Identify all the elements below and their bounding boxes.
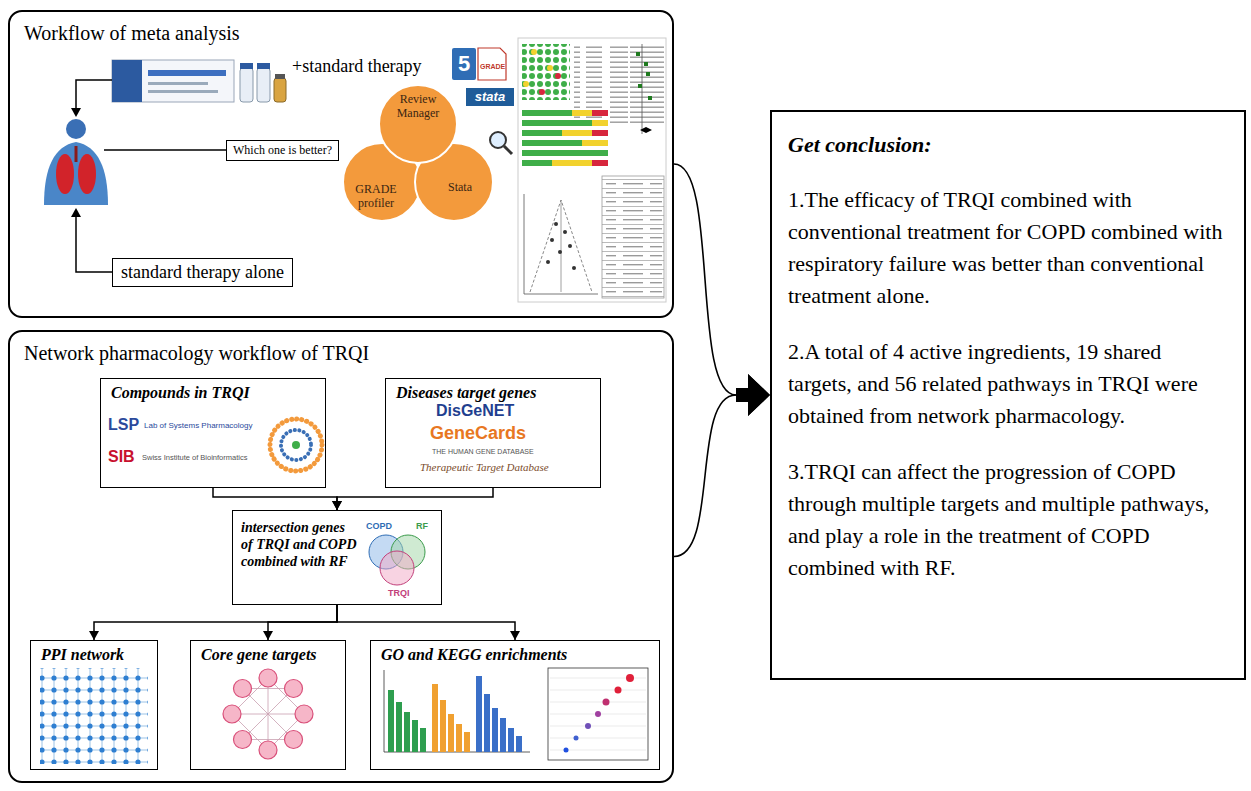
node-text: 1.The efficacy of TRQI combined with con… bbox=[788, 184, 1228, 312]
logo-text: GRADE bbox=[480, 62, 505, 71]
node-title: Network pharmacology workflow of TRQI bbox=[24, 342, 369, 365]
connector-line bbox=[674, 164, 736, 395]
venn-label: COPD bbox=[366, 521, 392, 532]
arrow-shaft bbox=[736, 388, 750, 402]
drug-package-illustration bbox=[112, 60, 286, 102]
arrowhead bbox=[332, 501, 342, 510]
venn-circle: Review Manager bbox=[378, 84, 458, 164]
enrichment-illustration bbox=[384, 668, 648, 760]
arrowhead bbox=[748, 374, 770, 416]
results-figures bbox=[518, 38, 666, 302]
circle-outline bbox=[415, 143, 493, 221]
connector bbox=[89, 605, 337, 640]
flow-arrows bbox=[71, 80, 226, 272]
arrowhead bbox=[89, 631, 99, 640]
arrowhead bbox=[748, 374, 770, 416]
node-title: PPI network bbox=[41, 645, 147, 664]
node-title: Which one is better? bbox=[233, 143, 332, 158]
node-title: Get conclusion: bbox=[788, 130, 1228, 160]
connector-line bbox=[268, 605, 337, 640]
logo-text: THE HUMAN GENE DATABASE bbox=[432, 447, 534, 456]
connector-line bbox=[213, 488, 337, 510]
core-targets-illustration bbox=[223, 669, 313, 759]
process-box: intersection genes of TRQI and COPD comb… bbox=[232, 510, 442, 605]
node-title: Stata bbox=[432, 180, 488, 194]
venn-label: RF bbox=[416, 521, 428, 532]
logo-text: GeneCards bbox=[430, 423, 526, 444]
process-box: Core gene targets bbox=[190, 640, 346, 770]
circle-outline bbox=[343, 143, 421, 221]
node-text: 2.A total of 4 active ingredients, 19 sh… bbox=[788, 336, 1228, 432]
logo-text: 5 bbox=[452, 50, 476, 78]
compound-network-illustration bbox=[270, 419, 322, 471]
connector bbox=[337, 605, 520, 640]
node-title: Workflow of meta analysis bbox=[24, 22, 240, 45]
connector bbox=[213, 488, 342, 510]
connector bbox=[674, 374, 770, 557]
arrowhead bbox=[510, 631, 520, 640]
venn-label: TRQI bbox=[388, 588, 410, 599]
circle-outline bbox=[379, 85, 457, 163]
logo-text: DisGeNET bbox=[436, 402, 514, 420]
node-title: GRADE profiler bbox=[348, 182, 404, 210]
node-title: Review Manager bbox=[390, 92, 446, 120]
connector bbox=[263, 605, 337, 640]
conclusion-box: Get conclusion: 1.The efficacy of TRQI co… bbox=[770, 110, 1246, 680]
logo-text: stata bbox=[466, 88, 514, 106]
node-title: GO and KEGG enrichments bbox=[381, 645, 649, 664]
panel: Network pharmacology workflow of TRQI Com… bbox=[8, 330, 674, 783]
arrowhead bbox=[263, 631, 273, 640]
process-box: standard therapy alone bbox=[112, 258, 293, 287]
connector bbox=[674, 164, 770, 416]
node-title: Compounds in TRQI bbox=[111, 383, 315, 402]
arrowhead bbox=[332, 501, 342, 510]
node-title: Diseases target genes bbox=[396, 383, 590, 402]
node-title: intersection genes of TRQI and COPD comb… bbox=[241, 519, 359, 570]
connector-line bbox=[337, 605, 515, 640]
panel: Workflow of meta analysisWhich one is be… bbox=[8, 10, 674, 318]
node-title: Core gene targets bbox=[201, 645, 335, 664]
process-box: Compounds in TRQI LSP Lab of Systems Pharm… bbox=[100, 378, 326, 488]
node-text: 3.TRQI can affect the progression of COP… bbox=[788, 456, 1228, 584]
connector-line bbox=[337, 488, 493, 510]
connector-line bbox=[94, 605, 337, 640]
logo-text: Swiss Institute of Bioinformatics bbox=[142, 453, 247, 462]
arrow-shaft bbox=[736, 388, 750, 402]
software-icons bbox=[452, 48, 514, 154]
connector bbox=[332, 488, 493, 510]
logo-text: LSP bbox=[108, 416, 139, 434]
intersection-venn bbox=[369, 535, 425, 585]
logo-text: SIB bbox=[108, 448, 135, 466]
connector-line bbox=[674, 395, 736, 557]
logo-text: Lab of Systems Pharmacology bbox=[144, 421, 253, 430]
ppi-network-illustration bbox=[40, 668, 148, 764]
process-box: Diseases target genesDisGeNET GeneCardsTH… bbox=[385, 378, 601, 488]
logo-text: Therapeutic Target Database bbox=[420, 461, 549, 473]
lungs-illustration bbox=[44, 119, 108, 205]
process-box: GO and KEGG enrichments bbox=[370, 640, 660, 770]
question-box: Which one is better? bbox=[226, 140, 339, 161]
process-box: PPI network bbox=[30, 640, 158, 770]
node-title: standard therapy alone bbox=[121, 262, 284, 283]
drug-label: +standard therapy bbox=[292, 56, 422, 77]
